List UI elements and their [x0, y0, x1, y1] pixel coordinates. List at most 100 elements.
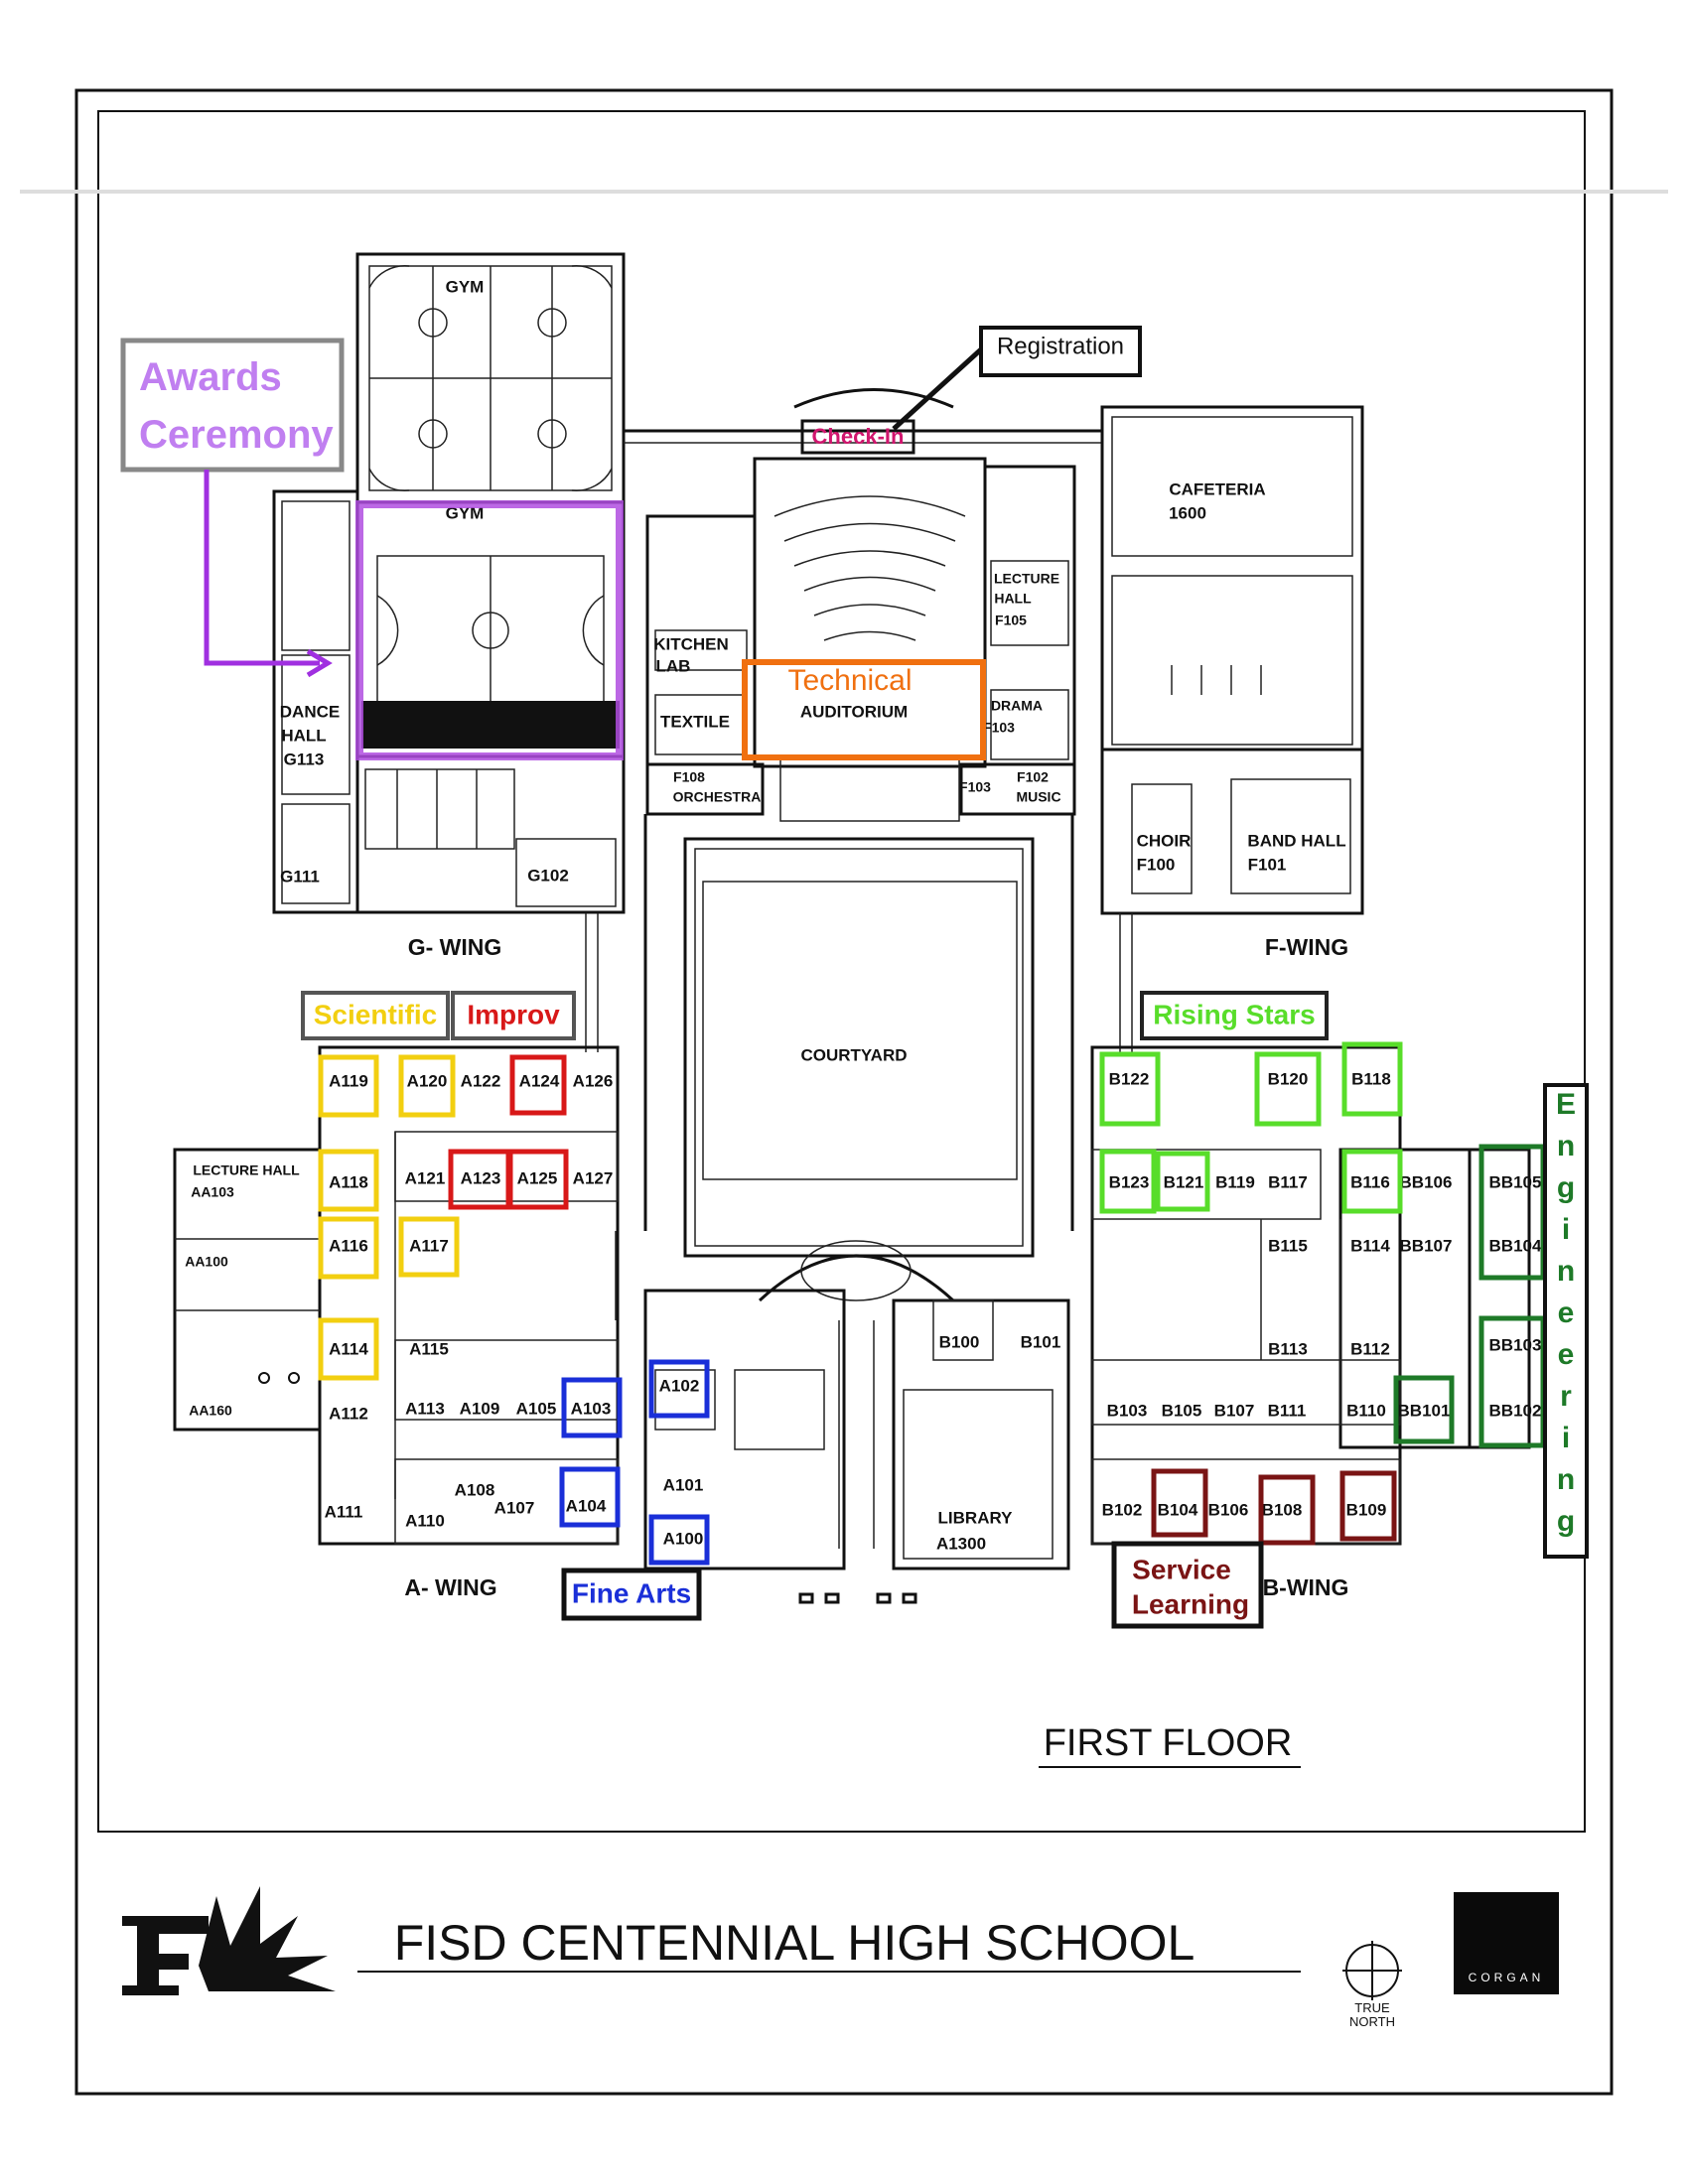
- room-bb107[interactable]: BB107: [1400, 1236, 1453, 1255]
- room-a123[interactable]: A123: [461, 1168, 501, 1187]
- check-in-label: Check-In: [812, 424, 905, 449]
- engineering-letter: i: [1562, 1213, 1570, 1246]
- room-b111[interactable]: B111: [1268, 1401, 1307, 1420]
- rising-stars-label-box: [1140, 991, 1329, 1040]
- room-a112[interactable]: A112: [329, 1404, 368, 1423]
- room-a107[interactable]: A107: [494, 1498, 535, 1517]
- room-bb101[interactable]: BB101: [1398, 1401, 1451, 1420]
- room-b110[interactable]: B110: [1346, 1401, 1386, 1420]
- music-label-1: F102: [1017, 769, 1049, 785]
- room-a110[interactable]: A110: [405, 1511, 445, 1530]
- room-a117[interactable]: A117: [409, 1236, 449, 1255]
- drama-label-1: DRAMA: [991, 698, 1043, 714]
- engineering-label-box: [1543, 1083, 1589, 1559]
- engineering-letter: E: [1556, 1088, 1576, 1121]
- awards-label-2: Ceremony: [139, 413, 334, 457]
- room-a113[interactable]: A113: [405, 1399, 445, 1418]
- engineering-letter: n: [1557, 1130, 1575, 1162]
- room-b105[interactable]: B105: [1162, 1401, 1202, 1420]
- room-b103[interactable]: B103: [1107, 1401, 1148, 1420]
- room-a126[interactable]: A126: [573, 1071, 614, 1090]
- room-b116[interactable]: B116: [1350, 1172, 1390, 1191]
- room-a127[interactable]: A127: [573, 1168, 614, 1187]
- room-bb106[interactable]: BB106: [1400, 1172, 1453, 1191]
- courtyard-label: COURTYARD: [800, 1045, 907, 1064]
- fine-arts-label-box: [561, 1568, 702, 1621]
- room-a103[interactable]: A103: [571, 1399, 612, 1418]
- room-a120[interactable]: A120: [407, 1071, 448, 1090]
- room-a104[interactable]: A104: [566, 1496, 607, 1515]
- room-b112[interactable]: B112: [1350, 1339, 1390, 1358]
- room-b123[interactable]: B123: [1109, 1172, 1150, 1191]
- room-a109[interactable]: A109: [460, 1399, 500, 1418]
- room-a125[interactable]: A125: [517, 1168, 558, 1187]
- room-b107[interactable]: B107: [1214, 1401, 1255, 1420]
- corgan-logo: [1454, 1892, 1559, 1994]
- auditorium-label: AUDITORIUM: [800, 702, 908, 721]
- room-bb102[interactable]: BB102: [1489, 1401, 1542, 1420]
- room-bb103[interactable]: BB103: [1489, 1335, 1542, 1354]
- library-label-1: LIBRARY: [938, 1508, 1014, 1527]
- room-b118[interactable]: B118: [1351, 1069, 1391, 1088]
- lecture-a-label-1: LECTURE HALL: [193, 1162, 300, 1178]
- building-outline: [173, 252, 1531, 1570]
- g-wing-label: G- WING: [408, 934, 502, 960]
- orchestra-label-1: F108: [673, 769, 705, 785]
- room-a101[interactable]: A101: [663, 1475, 704, 1494]
- school-name: FISD CENTENNIAL HIGH SCHOOL: [394, 1915, 1196, 1971]
- room-a108[interactable]: A108: [455, 1480, 495, 1499]
- room-b113[interactable]: B113: [1268, 1339, 1308, 1358]
- dance-hall-label-3: G113: [284, 750, 325, 768]
- service-learning-label-2: Learning: [1132, 1588, 1249, 1619]
- room-b122[interactable]: B122: [1109, 1069, 1150, 1088]
- room-numbers: A119 A120 A122 A124 A126 A118 A121 A123 …: [325, 1069, 1542, 1548]
- awards-arrow: [204, 470, 320, 666]
- f-wing-label: F-WING: [1265, 934, 1348, 960]
- b-wing-label: B-WING: [1263, 1574, 1349, 1600]
- band-hall-label-2: F101: [1248, 855, 1287, 874]
- drama-label-2: F103: [983, 720, 1015, 736]
- room-b109[interactable]: B109: [1346, 1500, 1387, 1519]
- engineering-letter: r: [1560, 1380, 1572, 1413]
- room-b102[interactable]: B102: [1102, 1500, 1143, 1519]
- room-b104[interactable]: B104: [1158, 1500, 1198, 1519]
- cafeteria-label-2: 1600: [1169, 503, 1206, 522]
- room-b100[interactable]: B100: [939, 1332, 980, 1351]
- room-b115[interactable]: B115: [1268, 1236, 1308, 1255]
- room-b106[interactable]: B106: [1208, 1500, 1249, 1519]
- engineering-letter: n: [1557, 1255, 1575, 1288]
- engineering-letter: i: [1562, 1422, 1570, 1454]
- improv-rooms: [448, 1054, 569, 1210]
- room-a102[interactable]: A102: [659, 1376, 700, 1395]
- room-b117[interactable]: B117: [1268, 1172, 1308, 1191]
- room-a105[interactable]: A105: [516, 1399, 557, 1418]
- room-a121[interactable]: A121: [405, 1168, 446, 1187]
- rising-stars-rooms: [1099, 1041, 1403, 1214]
- room-bb105[interactable]: BB105: [1489, 1172, 1542, 1191]
- room-a119[interactable]: A119: [329, 1071, 368, 1090]
- room-a111[interactable]: A111: [325, 1502, 363, 1521]
- room-a118[interactable]: A118: [329, 1172, 368, 1191]
- north-label-1: TRUE: [1354, 2000, 1390, 2015]
- room-a114[interactable]: A114: [329, 1339, 368, 1358]
- room-b101[interactable]: B101: [1021, 1332, 1061, 1351]
- check-in-highlight: [800, 419, 915, 455]
- room-a100[interactable]: A100: [663, 1529, 704, 1548]
- scientific-rooms: [318, 1054, 460, 1381]
- room-bb104[interactable]: BB104: [1489, 1236, 1542, 1255]
- room-a115[interactable]: A115: [409, 1339, 449, 1358]
- room-a124[interactable]: A124: [519, 1071, 560, 1090]
- room-b119[interactable]: B119: [1215, 1172, 1255, 1191]
- lecture-f-label-2: HALL: [994, 591, 1032, 607]
- room-a122[interactable]: A122: [461, 1071, 501, 1090]
- room-b121[interactable]: B121: [1164, 1172, 1204, 1191]
- room-b120[interactable]: B120: [1268, 1069, 1309, 1088]
- a-wing-label: A- WING: [404, 1574, 496, 1600]
- f103-label: F103: [959, 779, 991, 795]
- room-b114[interactable]: B114: [1350, 1236, 1390, 1255]
- awards-label-box: [120, 338, 345, 473]
- room-a116[interactable]: A116: [329, 1236, 368, 1255]
- room-b108[interactable]: B108: [1262, 1500, 1303, 1519]
- registration-pointer: [892, 347, 983, 431]
- improv-label: Improv: [467, 999, 560, 1029]
